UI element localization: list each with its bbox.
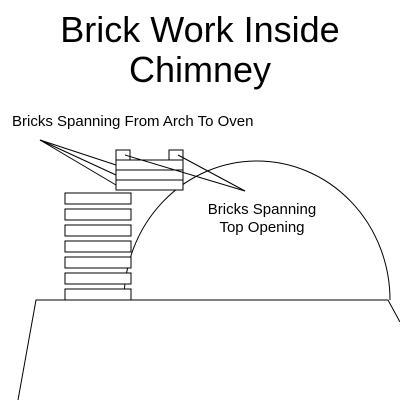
stack-brick (64, 208, 132, 221)
leader-lines-top (124, 154, 246, 192)
top-brick (115, 159, 184, 171)
label-bricks-arch-to-oven: Bricks Spanning From Arch To Oven (12, 113, 254, 130)
top-brick (168, 149, 184, 161)
label-bricks-top-opening: Bricks Spanning Top Opening (186, 201, 338, 237)
title-line-2: Chimney (128, 49, 272, 90)
leader-lines-arch (39, 139, 117, 186)
label-top-opening-line-2: Top Opening (219, 219, 305, 236)
oven-dome (123, 160, 391, 301)
top-brick (115, 149, 131, 161)
stack-brick (64, 224, 132, 237)
stack-brick (64, 192, 132, 205)
oven-base (17, 299, 400, 400)
title-line-1: Brick Work Inside (60, 9, 340, 50)
label-top-opening-line-1: Bricks Spanning (207, 201, 317, 218)
stack-brick (64, 288, 132, 301)
diagram-title: Brick Work Inside Chimney (0, 10, 400, 90)
top-bricks (115, 149, 184, 191)
stack-brick (64, 256, 132, 269)
stack-brick (64, 272, 132, 285)
stack-brick (64, 240, 132, 253)
top-brick (115, 179, 184, 191)
brick-stack (64, 192, 132, 301)
top-brick (115, 169, 184, 181)
